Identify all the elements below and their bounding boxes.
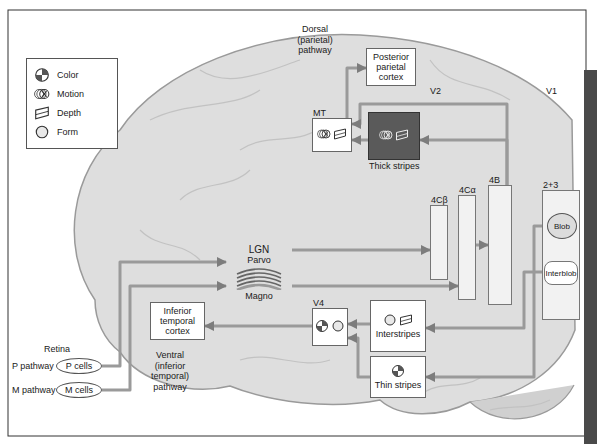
layer-slab: 2+3BlobInterblob	[542, 190, 580, 320]
area-box: MT	[312, 118, 352, 152]
pathway-label: V1	[546, 86, 557, 97]
legend-text: Depth	[57, 108, 81, 118]
motion-icon	[317, 127, 331, 141]
blob-region: Blob	[547, 213, 577, 239]
area-label: 4Cβ	[431, 195, 448, 205]
lgn-layers	[233, 266, 285, 290]
depth-icon	[399, 313, 413, 327]
color-icon	[33, 67, 51, 83]
layer-slab: 4Cα	[458, 195, 476, 300]
legend: ColorMotionDepthForm	[26, 58, 118, 149]
pathway-arrow	[426, 272, 544, 328]
brain-outline	[74, 35, 575, 414]
area-label: MT	[313, 108, 326, 118]
retina-cells: P cells	[56, 358, 102, 374]
layer-slab: 4Cβ	[430, 205, 448, 280]
cortex-box: Inferior temporal cortex	[150, 302, 205, 340]
legend-row: Color	[33, 67, 111, 83]
pathway-arrow	[420, 140, 507, 185]
node-text: Inferior temporal cortex	[154, 306, 201, 336]
legend-text: Form	[57, 127, 78, 137]
pathway-label: V2	[430, 86, 441, 97]
form-icon	[331, 319, 345, 333]
depth-icon	[395, 128, 409, 142]
depth-icon	[333, 127, 347, 141]
pathway-arrow	[352, 104, 507, 185]
icon-group	[315, 319, 345, 333]
node-text: Interstripes	[376, 329, 421, 339]
node-text: Magno	[245, 291, 273, 301]
node-text: Posterior parietal cortex	[370, 52, 412, 82]
node-text: Blob	[554, 222, 570, 231]
legend-text: Color	[57, 70, 79, 80]
pathway-arrow	[292, 249, 430, 252]
pathway-label: Retina	[44, 344, 70, 355]
pathway-label: P pathway	[12, 361, 54, 372]
pathway-arrow	[292, 285, 458, 288]
color-icon	[315, 319, 329, 333]
node-text: LGN	[249, 244, 270, 255]
cortex-box: Posterior parietal cortex	[366, 48, 416, 86]
pathway-arrow	[476, 244, 488, 247]
frame	[8, 10, 586, 436]
layer-slab: 4B	[488, 185, 512, 305]
legend-row: Motion	[33, 86, 111, 102]
node-text: Parvo	[247, 255, 271, 265]
area-label: 4Cα	[459, 185, 476, 195]
stripe-box: Interstripes	[370, 300, 426, 352]
area-box: V4	[312, 308, 348, 346]
pathway-arrow	[347, 68, 366, 118]
pathway-arrow	[348, 338, 370, 377]
node-text: Interblob	[545, 269, 576, 278]
motion-icon	[33, 86, 51, 102]
icon-group	[383, 313, 413, 327]
area-label: 4B	[489, 175, 500, 185]
motion-icon	[379, 128, 393, 142]
gyri	[140, 60, 550, 410]
lgn-nucleus: LGNParvoMagno	[226, 236, 292, 308]
stripe-box: Thin stripes	[370, 356, 426, 398]
stripe-box: Thick stripes	[368, 112, 420, 160]
form-icon	[33, 124, 51, 140]
area-label: 2+3	[543, 180, 558, 190]
pathway-arrow	[352, 139, 368, 142]
legend-text: Motion	[57, 89, 84, 99]
node-text: P cells	[66, 361, 92, 371]
pathway-label: Dorsal (parietal) pathway	[288, 24, 342, 56]
pathway-label: Ventral (inferior temporal) pathway	[140, 350, 200, 392]
depth-icon	[33, 105, 51, 121]
pathway-arrow	[348, 323, 370, 326]
page-gutter	[584, 70, 597, 444]
node-text: M cells	[65, 385, 93, 395]
area-label: Thick stripes	[369, 161, 420, 171]
node-text: Thin stripes	[375, 380, 422, 390]
cerebellum	[470, 385, 574, 419]
form-icon	[383, 313, 397, 327]
legend-row: Depth	[33, 105, 111, 121]
icon-group	[379, 128, 409, 142]
icon-group	[391, 364, 405, 378]
icon-group	[317, 127, 347, 141]
pathway-arrow	[205, 325, 312, 328]
interblob-region: Interblob	[544, 261, 578, 285]
pathway-label: M pathway	[12, 385, 56, 396]
legend-row: Form	[33, 124, 111, 140]
retina-cells: M cells	[56, 382, 102, 398]
color-icon	[391, 364, 405, 378]
area-label: V4	[313, 298, 324, 308]
